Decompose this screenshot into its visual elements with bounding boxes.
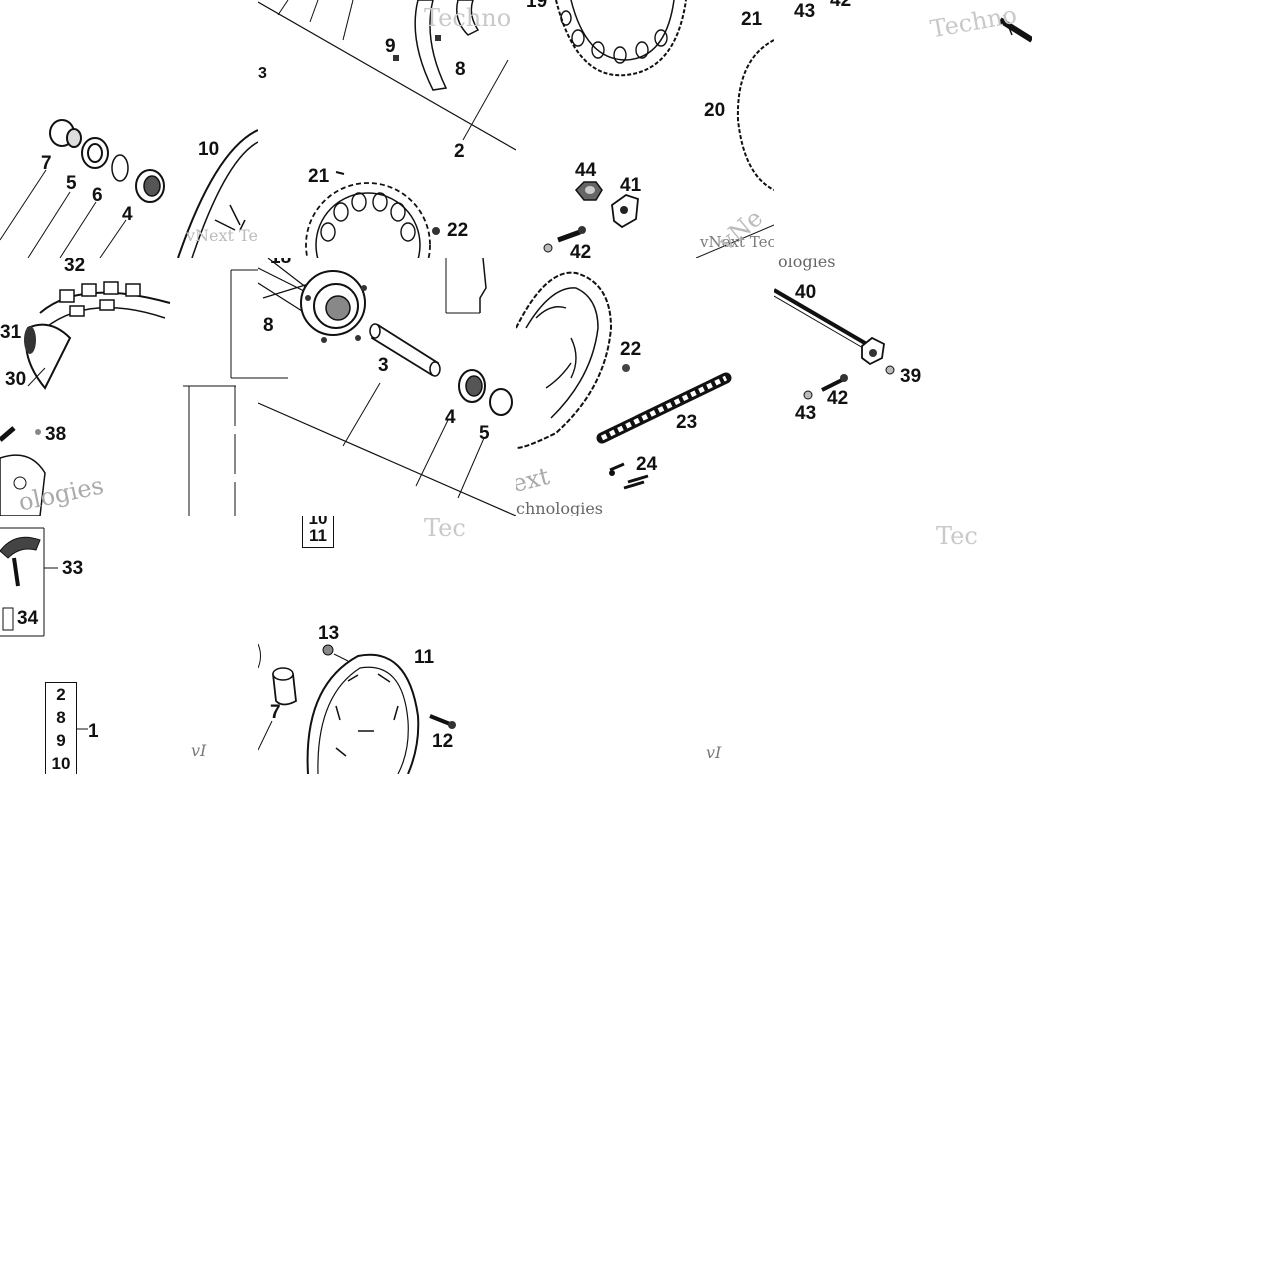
callout-21: 21 (308, 166, 330, 187)
rear-sprocket-drawing (774, 14, 1032, 192)
callout-19: 19 (526, 0, 548, 12)
hub-axle-drawing (258, 258, 516, 516)
callout-8: 8 (455, 59, 466, 80)
kit-item: 10 (308, 516, 328, 528)
kit-item: 11 (309, 526, 327, 545)
callout-4: 4 (445, 407, 456, 428)
kit-item: 8 (56, 708, 66, 727)
callout-1: 1 (88, 721, 99, 742)
callout-38: 38 (45, 424, 67, 445)
callout-24: 24 (636, 454, 658, 475)
watermark-text: Tec (424, 516, 466, 542)
callout-42: 42 (570, 242, 592, 258)
diagram-tile-chain: 22 23 24 ext chnologies (516, 258, 774, 516)
spokes-sprocket-drawing (258, 0, 516, 258)
diagram-tile-rear-wheel-bearings: 7 5 6 4 10 vNext Technologies (0, 0, 258, 258)
callout-18: 18 (270, 258, 291, 267)
callout-12: 12 (432, 731, 454, 752)
callout-6: 6 (92, 185, 103, 206)
watermark-text: Techno (424, 4, 512, 32)
tire-tube-drawing (0, 269, 258, 516)
callout-10: 10 (198, 139, 220, 160)
callout-41: 41 (620, 175, 642, 196)
watermark-text: vNext Technologies (700, 233, 774, 251)
callout-39: 39 (900, 366, 922, 387)
brake-disc-drawing (258, 643, 456, 774)
callout-11: 11 (414, 647, 435, 668)
sprocket-hardware-drawing (543, 0, 774, 258)
diagram-tile-rear-sprocket: 43 42 Techno (774, 0, 1032, 258)
callout-30: 30 (5, 369, 27, 390)
diagram-tile-blank: vI (516, 516, 774, 774)
callout-5: 5 (66, 173, 77, 194)
callout-21: 21 (741, 9, 763, 30)
rear-axle-drawing (774, 288, 895, 400)
callout-20: 20 (704, 100, 726, 121)
diagram-tile-wheel-spokes-sprocket: 9 8 2 21 22 3 Techno (258, 0, 516, 258)
diagram-tile-rim-tape: 33 34 2 8 9 10 1 vI (0, 516, 258, 774)
callout-3: 3 (378, 355, 389, 376)
callout-8: 8 (263, 315, 274, 336)
watermark-text: Tec (936, 522, 978, 550)
callout-32: 32 (64, 258, 86, 276)
watermark-text: ologies (778, 258, 836, 271)
watermark-text: chnologies (516, 499, 603, 516)
diagram-tile-rear-axle: 40 39 42 43 ologies (774, 258, 1032, 516)
diagram-tile-tire-tube: 32 31 30 38 ologies (0, 258, 258, 516)
callout-2: 2 (454, 141, 465, 162)
watermark-text: vI (191, 741, 207, 760)
kit-item: 2 (56, 685, 66, 704)
wheel-bearing-drawing (0, 119, 258, 258)
diagram-tile-blank: Tec (774, 516, 1032, 774)
callout-3: 3 (258, 65, 267, 82)
kit-item: 9 (56, 731, 66, 750)
callout-42-top: 42 (830, 0, 852, 11)
callout-33: 33 (62, 558, 84, 579)
callout-23: 23 (676, 412, 698, 433)
chain-drawing (516, 271, 732, 490)
callout-43: 43 (794, 1, 816, 22)
callout-44: 44 (575, 160, 597, 181)
callout-22: 22 (620, 339, 642, 360)
diagram-tile-hub-axle: 18 8 3 4 5 (258, 258, 516, 516)
watermark-text: vI (706, 743, 722, 762)
callout-40: 40 (795, 282, 817, 303)
kit-box: 2 8 9 10 (45, 682, 77, 774)
callout-9: 9 (385, 36, 396, 57)
callout-13: 13 (318, 623, 340, 644)
kit-item: 10 (51, 754, 71, 773)
callout-4: 4 (122, 204, 133, 225)
kit-box: 10 11 (302, 516, 334, 548)
callout-5: 5 (479, 423, 490, 444)
diagram-tile-sprocket-hardware: 19 44 41 42 vNext Technologies (516, 0, 774, 258)
watermark-text: vNext Technologies (186, 226, 258, 245)
callout-22: 22 (447, 220, 469, 241)
callout-42: 42 (827, 388, 849, 409)
rim-tape-drawing (0, 527, 88, 730)
callout-7: 7 (41, 153, 52, 174)
callout-31: 31 (0, 322, 22, 343)
callout-7: 7 (270, 702, 281, 723)
callout-34: 34 (17, 608, 39, 629)
callout-43: 43 (795, 403, 817, 424)
diagram-tile-brake-disc: 13 11 12 7 10 11 Tec (258, 516, 516, 774)
